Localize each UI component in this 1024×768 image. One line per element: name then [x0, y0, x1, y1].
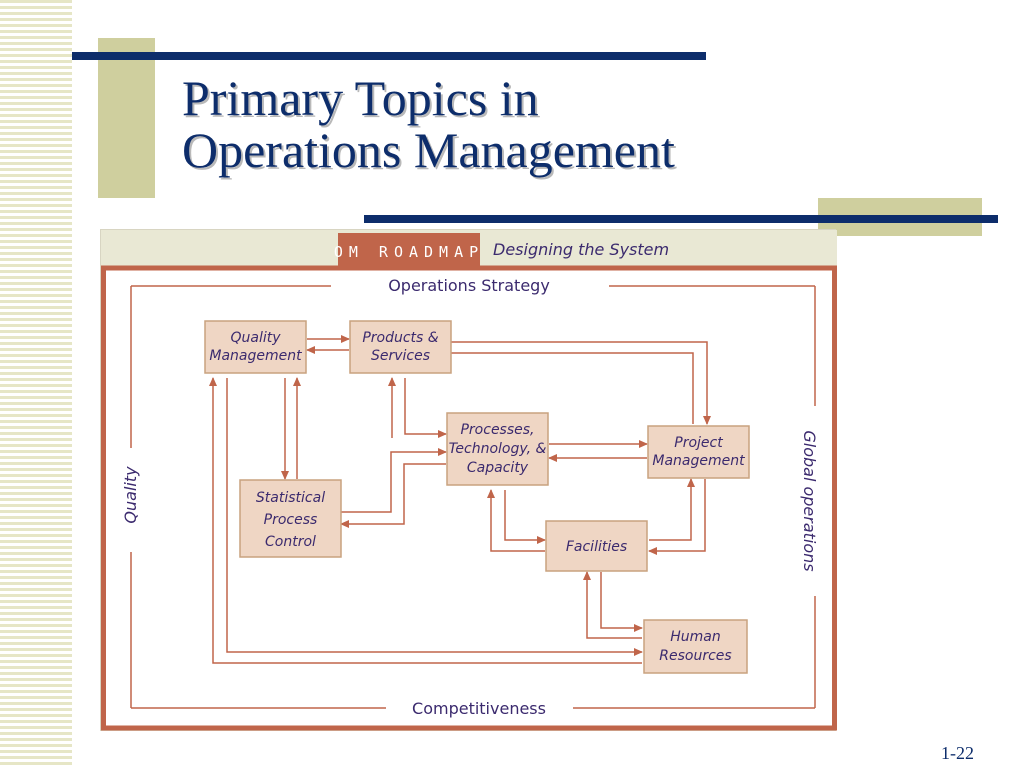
- box-label-line: Human: [670, 629, 721, 645]
- slide-title-line-1: Primary Topics in: [182, 70, 539, 126]
- box-human-resources: Human Resources: [643, 619, 748, 674]
- arrow-hr-to-facilities: [583, 571, 642, 639]
- box-label-line: Technology, &: [449, 441, 547, 457]
- box-label-line: Resources: [659, 648, 731, 664]
- slide-title-line-2: Operations Management: [182, 122, 675, 178]
- arrow-facilities-to-project: [649, 478, 695, 541]
- frame-label-competitiveness: Competitiveness: [412, 699, 546, 718]
- box-label-line: Quality: [230, 330, 281, 346]
- arrow-facilities-to-processes: [487, 489, 545, 552]
- box-project-management: Project Management: [647, 425, 750, 479]
- frame-label-global-operations: Global operations: [800, 430, 819, 571]
- box-label-line: Management: [652, 453, 745, 469]
- box-label-line: Services: [371, 348, 430, 364]
- arrow-processes-to-facilities: [504, 490, 546, 544]
- roadmap-heading: Designing the System: [493, 240, 669, 259]
- slide-title: Primary Topics in Operations Management: [182, 72, 675, 176]
- om-roadmap-tag-text: OM ROADMAP: [334, 243, 484, 261]
- arrow-spc-to-processes: [341, 448, 447, 513]
- frame-label-operations-strategy: Operations Strategy: [388, 276, 550, 295]
- decorative-stripes: [0, 0, 72, 768]
- box-label-line: Facilities: [566, 539, 627, 555]
- arrow-hr-to-quality: [209, 377, 642, 664]
- box-quality-management: Quality Management: [204, 320, 307, 374]
- arrow-products-to-project: [451, 341, 711, 425]
- roadmap-inner-frame: [130, 285, 816, 709]
- box-label-line: Products &: [362, 330, 438, 346]
- line-products-to-project-inner: [451, 352, 694, 424]
- box-label-line: Processes,: [460, 422, 534, 438]
- connector-arrows: [209, 335, 711, 664]
- frame-label-quality: Quality: [121, 466, 140, 524]
- box-label-line: Statistical: [256, 490, 325, 506]
- arrow-facilities-to-hr: [600, 572, 643, 632]
- box-statistical-process-control: Statistical Process Control: [239, 479, 342, 558]
- roadmap-diagram: OM ROADMAP Designing the System Operatio…: [101, 230, 837, 731]
- box-label-line: Capacity: [467, 460, 529, 476]
- om-roadmap-figure: OM ROADMAP Designing the System Operatio…: [100, 229, 837, 731]
- box-label-line: Process: [264, 512, 318, 528]
- box-processes-technology-capacity: Processes, Technology, & Capacity: [446, 412, 549, 486]
- arrow-project-to-facilities: [648, 479, 706, 555]
- box-facilities: Facilities: [545, 520, 648, 572]
- om-roadmap-tag: [338, 233, 480, 268]
- slide-number: 1-22: [941, 743, 974, 763]
- arrow-quality-to-hr: [226, 378, 643, 656]
- box-label-line: Project: [674, 435, 723, 451]
- box-label-line: Management: [209, 348, 302, 364]
- decorative-bar-top: [72, 52, 706, 60]
- arrow-processes-to-spc: [340, 463, 446, 528]
- arrow-products-to-processes: [404, 378, 447, 438]
- box-products-services: Products & Services: [349, 320, 452, 374]
- box-label-line: Control: [265, 534, 316, 550]
- decorative-block-left: [98, 38, 155, 198]
- decorative-bar-middle: [364, 215, 998, 223]
